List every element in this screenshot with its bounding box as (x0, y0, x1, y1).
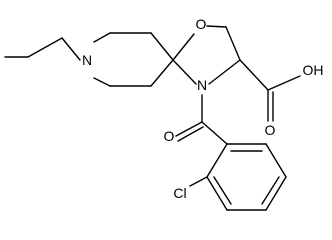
bond-ar-inner-3 (213, 176, 232, 205)
bond-propyl-c1-c2 (27, 37, 63, 58)
bond-o-ch2 (206, 25, 227, 28)
bond-ar-6-1 (206, 143, 228, 178)
bond-carbonyl-c-aryl (201, 121, 228, 145)
atom-labels: N O N OH O O Cl (82, 16, 324, 201)
label-carbonyl-oxygen-amide: O (164, 128, 175, 144)
bond-n-propyl-c1 (61, 37, 81, 61)
bond-ch-cooh (239, 59, 269, 91)
bond-ch-n (208, 59, 241, 85)
bond-n-ch2-upper-left (93, 32, 111, 43)
carboxylic-acid-group (239, 59, 301, 122)
label-chlorine: Cl (173, 185, 186, 201)
bond-spiro-o (172, 33, 195, 61)
bond-carbonyl-c-o-1 (175, 121, 203, 137)
bond-n-spiro (172, 59, 197, 85)
label-nitrogen-amide: N (197, 77, 207, 93)
amide-group (175, 94, 228, 145)
propyl-chain (4, 37, 81, 61)
bond-lower-left-n (93, 77, 111, 87)
bond-ar-inner-2 (261, 176, 280, 205)
label-nitrogen-piperidine: N (82, 52, 92, 68)
bond-c-oh (267, 75, 301, 91)
label-oxygen-ring: O (196, 16, 207, 32)
bond-ar-cl (189, 176, 208, 187)
chemical-structure-diagram: N O N OH O O Cl (4, 16, 324, 211)
bond-ar-5-6 (206, 176, 228, 211)
bond-spiro-lower-right (150, 59, 174, 87)
structure-canvas: N O N OH O O Cl (4, 16, 324, 211)
label-carbonyl-oxygen-acid: O (265, 122, 276, 138)
label-hydroxyl: OH (303, 62, 324, 78)
bond-ch2-ch (225, 26, 241, 61)
bond-carbonyl-c-o-2 (177, 126, 204, 142)
bond-upper-right-spiro (150, 32, 174, 61)
oxazolidine-ring (172, 25, 241, 85)
piperidine-ring (93, 32, 174, 87)
bond-ar-3-4 (265, 176, 287, 211)
chlorophenyl-ring (189, 143, 287, 211)
bond-ar-2-3 (265, 143, 287, 178)
